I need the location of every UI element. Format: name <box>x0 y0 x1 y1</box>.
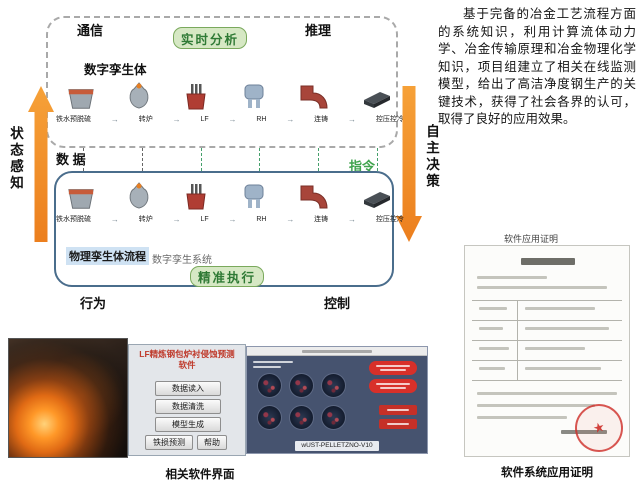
behavior-label: 行为 <box>80 296 107 311</box>
lf-software-title: LF精炼钢包炉衬侵蚀预测软件 <box>139 349 235 371</box>
process-step-label: 控压控冷 <box>375 216 404 223</box>
rh-degasser-icon <box>240 182 268 212</box>
certificate-image: ★ <box>464 245 630 458</box>
rh-degasser-icon <box>240 82 268 112</box>
function-button <box>379 405 417 415</box>
digital-twin-diagram: 通信 推理 实时分析 数字孪生体 铁水预脱 <box>0 0 440 320</box>
slab-cooling-icon <box>360 186 394 212</box>
command-label: 指令 <box>349 159 376 174</box>
lf-furnace-icon <box>182 82 210 112</box>
sample-image <box>289 373 314 398</box>
text-placeholder <box>253 361 293 363</box>
physical-process-labels: 铁水预脱硫 → 转炉 → LF → RH → 连铸 → 控压控冷 <box>56 214 404 224</box>
system-caption: 数字孪生系统 <box>152 255 212 266</box>
converter-icon <box>126 82 152 112</box>
realtime-analysis-button: 实时分析 <box>173 27 247 49</box>
sample-image <box>257 405 282 430</box>
process-step-label: RH <box>256 115 267 123</box>
process-step-label: 连铸 <box>314 116 329 123</box>
flow-arrow: → <box>286 114 295 124</box>
flow-arrow: → <box>172 114 181 124</box>
sample-image <box>289 405 314 430</box>
flow-arrow: → <box>110 114 119 124</box>
caster-icon <box>298 82 330 112</box>
dashed-connector <box>83 148 84 171</box>
process-step-label: 转炉 <box>138 116 153 123</box>
status-badge <box>369 379 417 393</box>
slab-cooling-icon <box>360 86 394 112</box>
function-button <box>379 419 417 429</box>
red-seal-stamp: ★ <box>569 398 629 458</box>
state-perception-arrow <box>28 86 54 242</box>
digital-twin-label: 数字孪生体 <box>84 63 147 77</box>
status-badge <box>369 361 417 375</box>
model-generate-button: 模型生成 <box>155 417 221 432</box>
flow-arrow: → <box>228 214 237 224</box>
flow-arrow: → <box>110 214 119 224</box>
caster-icon <box>298 182 330 212</box>
physical-twin-label: 物理孪生体流程 <box>66 247 149 265</box>
process-step-label: 铁水预脱硫 <box>56 216 91 223</box>
furnace-photo <box>8 338 128 458</box>
sample-image <box>321 373 346 398</box>
lf-software-panel: LF精炼钢包炉衬侵蚀预测软件 数据读入 数据清洗 模型生成 铁损预测 帮助 <box>128 344 246 456</box>
dashed-connector <box>377 148 378 171</box>
dashed-connector <box>318 148 319 171</box>
process-step-label: 铁水预脱硫 <box>56 116 91 123</box>
hot-metal-ladle-icon <box>66 184 96 212</box>
star-icon: ★ <box>591 418 607 437</box>
software-caption: 相关软件界面 <box>165 469 235 481</box>
sample-image <box>257 373 282 398</box>
flow-arrow: → <box>348 214 357 224</box>
data-read-button: 数据读入 <box>155 381 221 396</box>
monitoring-software-panel: wUST-PELLETZNO-V10 <box>246 346 428 454</box>
autonomous-decision-arrow <box>396 86 422 242</box>
process-step-label: LF <box>200 115 209 123</box>
data-label: 数 据 <box>56 152 86 167</box>
dashed-connector <box>142 148 143 171</box>
sample-images-grid <box>257 373 349 430</box>
flow-arrow: → <box>286 214 295 224</box>
certificate-caption: 软件系统应用证明 <box>501 467 593 479</box>
text-placeholder <box>253 366 281 368</box>
communication-label: 通信 <box>72 20 109 39</box>
inference-label: 推理 <box>300 20 337 39</box>
description-text: 基于完备的冶金工艺流程方面的系统知识，利用计算流体动力学、冶金传输原理和冶金物理… <box>438 7 636 126</box>
state-perception-label: 状态感知 <box>8 126 23 192</box>
hot-metal-ladle-icon <box>66 84 96 112</box>
dashed-connector <box>201 148 202 171</box>
process-step-label: 连铸 <box>314 216 329 223</box>
help-button: 帮助 <box>197 435 227 450</box>
physical-process-icons <box>66 180 394 212</box>
certificate-title-placeholder <box>521 258 575 265</box>
process-step-label: 控压控冷 <box>375 116 404 123</box>
control-label: 控制 <box>324 296 351 311</box>
data-clean-button: 数据清洗 <box>155 399 221 414</box>
precise-execution-button: 精准执行 <box>190 266 264 287</box>
process-step-label: LF <box>200 215 209 223</box>
sample-image <box>321 405 346 430</box>
flow-arrow: → <box>348 114 357 124</box>
autonomous-decision-label: 自主决策 <box>424 124 439 190</box>
software-version-label: wUST-PELLETZNO-V10 <box>295 441 379 451</box>
flow-arrow: → <box>228 114 237 124</box>
iron-loss-predict-button: 铁损预测 <box>145 435 193 450</box>
process-step-label: 转炉 <box>138 216 153 223</box>
process-step-label: RH <box>256 215 267 223</box>
certificate-header: 软件应用证明 <box>504 234 559 244</box>
digital-process-labels: 铁水预脱硫 → 转炉 → LF → RH → 连铸 → 控压控冷 <box>56 114 404 124</box>
converter-icon <box>126 182 152 212</box>
digital-process-icons <box>66 80 394 112</box>
window-titlebar <box>247 347 427 356</box>
dashed-connector <box>259 148 260 171</box>
software-screenshots: LF精炼钢包炉衬侵蚀预测软件 数据读入 数据清洗 模型生成 铁损预测 帮助 <box>8 338 428 462</box>
flow-arrow: → <box>172 214 181 224</box>
lf-furnace-icon <box>182 182 210 212</box>
